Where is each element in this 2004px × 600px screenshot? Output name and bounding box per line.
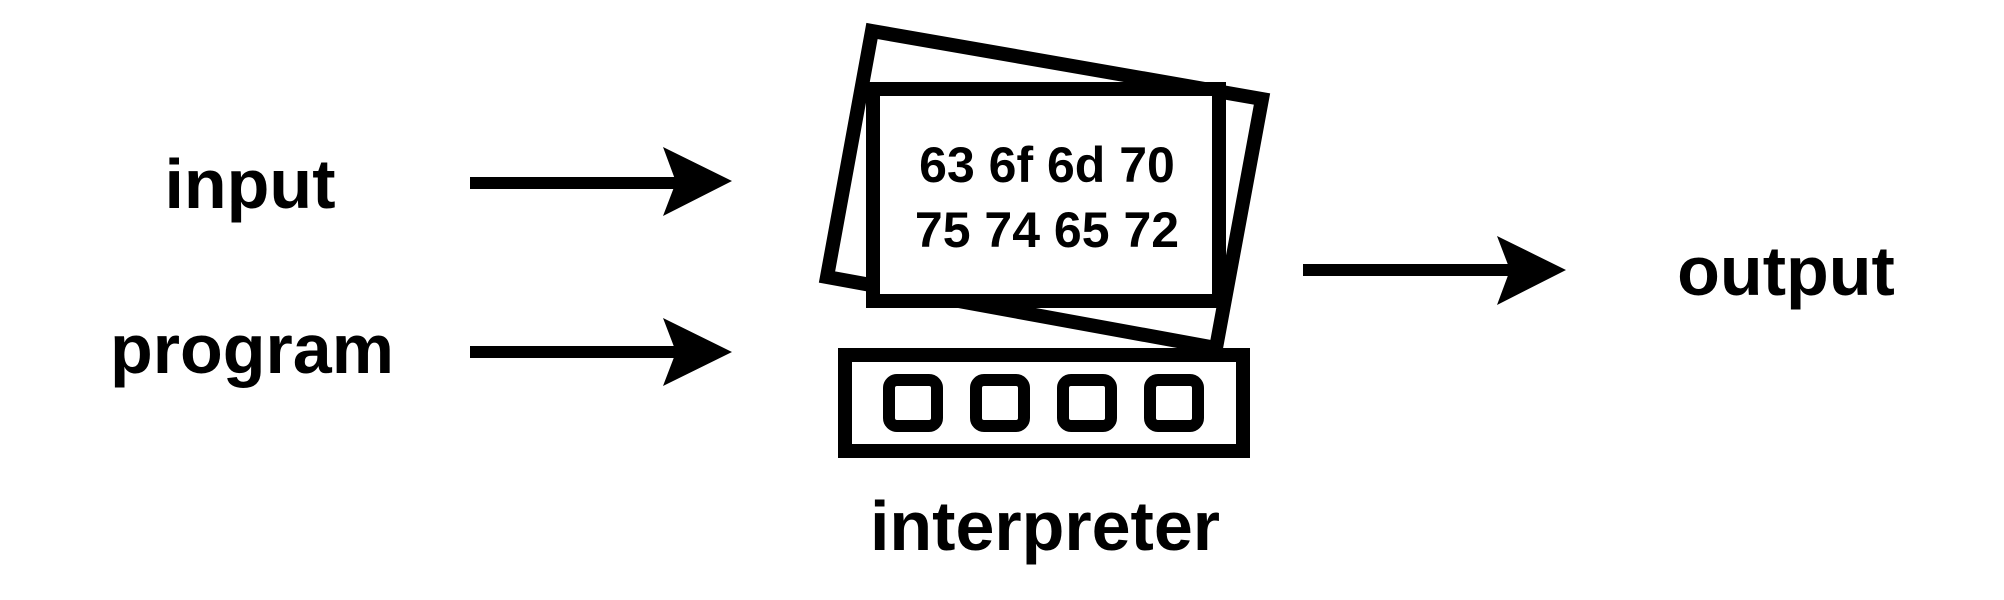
- input-arrow: [470, 147, 732, 216]
- screen-hex-line-1: 63 6f 6d 70: [919, 137, 1175, 193]
- program-arrowhead: [663, 318, 732, 386]
- screen: [866, 82, 1226, 308]
- keyboard-keys: [883, 374, 1204, 432]
- key: [1057, 374, 1117, 432]
- screen-hex-line-2: 75 74 65 72: [915, 202, 1179, 258]
- input-arrowhead: [663, 147, 732, 216]
- program-arrow: [470, 318, 732, 386]
- key: [970, 374, 1030, 432]
- interpreter-machine: 63 6f 6d 70 75 74 65 72: [818, 22, 1271, 458]
- keyboard-base: [838, 348, 1250, 458]
- output-arrowhead: [1497, 236, 1566, 305]
- key: [1144, 374, 1204, 432]
- program-label: program: [110, 310, 394, 388]
- input-label: input: [164, 145, 335, 223]
- output-arrow: [1303, 236, 1566, 305]
- interpreter-label: interpreter: [870, 487, 1220, 565]
- key: [883, 374, 943, 432]
- output-label: output: [1677, 232, 1895, 310]
